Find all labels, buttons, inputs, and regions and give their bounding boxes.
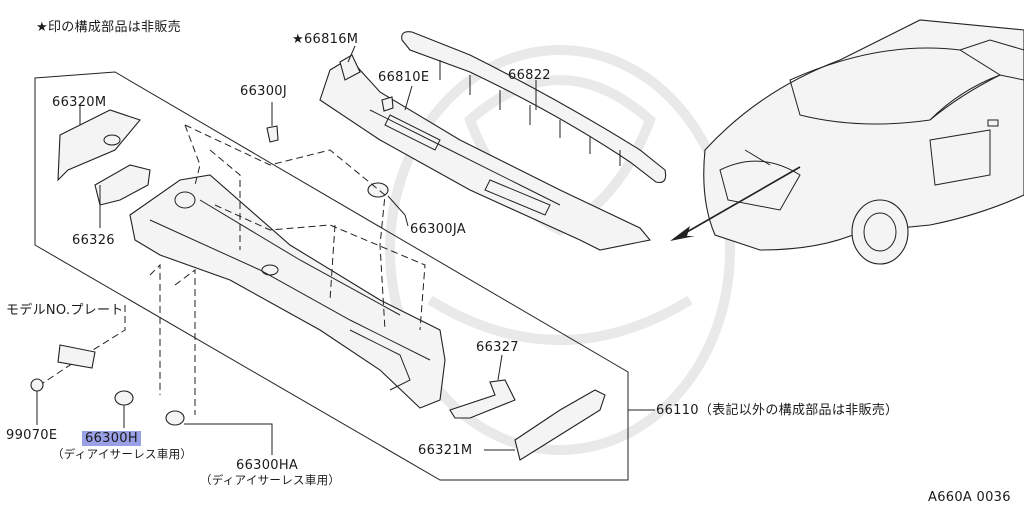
part-cowl-top-grille [319,57,652,251]
label-66300HA-note: （ディアイサーレス車用） [200,473,341,487]
car-illustration [703,19,1024,265]
part-99070E-rivet [30,378,44,392]
label-66326: 66326 [72,233,115,248]
part-66320M-bracket [57,109,141,182]
label-66327: 66327 [476,340,519,355]
assembly-boundary [34,71,629,481]
non-sale-note: ★印の構成部品は非販売 [36,20,181,35]
label-66110: 66110（表記以外の構成部品は非販売） [656,403,899,418]
diagram-code: A660A 0036 [928,490,1011,505]
part-66300J-clip [266,125,279,143]
label-66320M: 66320M [52,95,107,110]
part-66327-bracket [449,379,516,419]
part-66321M-bracket [514,389,606,461]
label-66321M: 66321M [418,443,473,458]
part-66810E-clip [381,96,394,112]
label-66300JA: 66300JA [410,222,466,237]
label-66300H-highlighted[interactable]: 66300H [82,431,141,446]
part-66110-cowl-panel [129,174,446,409]
label-66300H-note: （ディアイサーレス車用） [52,447,193,461]
label-99070E: 99070E [6,428,58,443]
label-66822: 66822 [508,68,551,83]
direction-arrow [670,166,801,241]
part-66326-bracket [94,164,151,206]
label-66300J: 66300J [240,84,287,99]
dashed-leader-lines [39,124,426,415]
label-66816M: ★66816M [292,32,359,47]
part-66300HA-grommet [165,410,185,426]
part-model-plate [57,344,96,369]
label-66300HA: 66300HA [236,458,299,473]
label-model-plate: モデルNO.プレート [6,303,124,318]
label-66810E: 66810E [378,70,430,85]
part-66822-seal [401,31,667,184]
part-66300H-grommet [114,390,134,406]
